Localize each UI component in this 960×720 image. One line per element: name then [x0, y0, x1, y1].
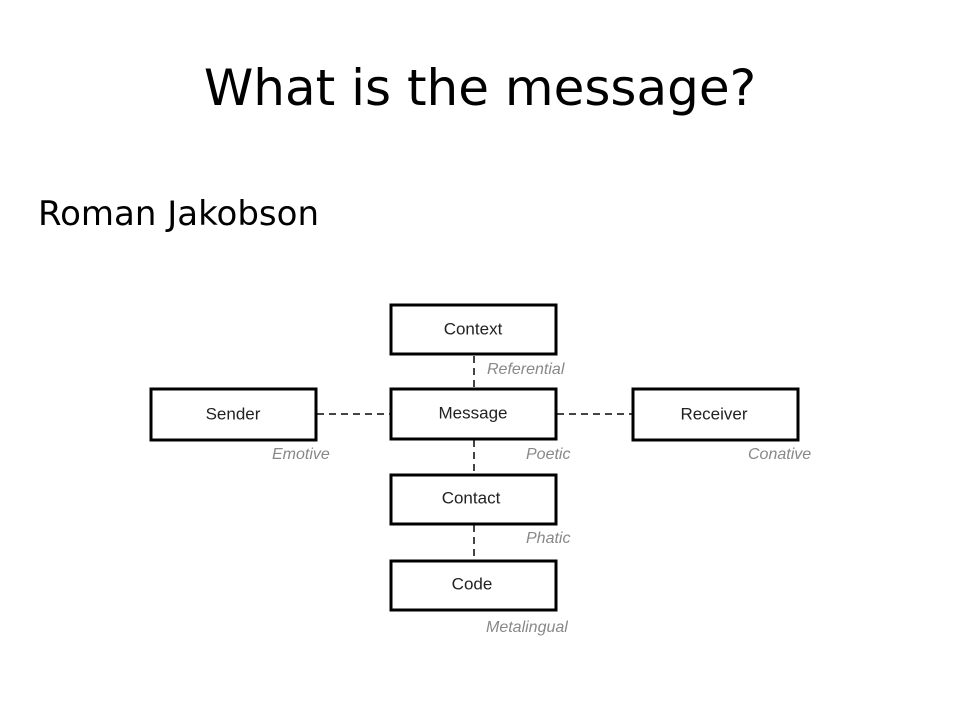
receiver-box-label: Receiver	[680, 404, 747, 423]
referential-label: Referential	[487, 361, 565, 378]
slide-title: What is the message?	[203, 59, 757, 117]
message-box: Message	[389, 387, 558, 441]
poetic-label: Poetic	[526, 446, 570, 463]
phatic-label: Phatic	[526, 530, 570, 547]
context-box: Context	[389, 303, 558, 356]
metalingual-label: Metalingual	[486, 619, 568, 636]
receiver-box: Receiver	[631, 387, 800, 442]
contact-box: Contact	[389, 473, 558, 526]
sender-box-label: Sender	[206, 404, 261, 423]
code-box-label: Code	[452, 574, 493, 593]
emotive-label: Emotive	[272, 446, 330, 463]
sender-box: Sender	[149, 387, 318, 442]
message-box-label: Message	[439, 403, 508, 422]
context-box-label: Context	[444, 319, 503, 338]
conative-label: Conative	[748, 446, 811, 463]
code-box: Code	[389, 559, 558, 612]
slide-subtitle: Roman Jakobson	[38, 194, 319, 234]
contact-box-label: Contact	[442, 488, 501, 507]
